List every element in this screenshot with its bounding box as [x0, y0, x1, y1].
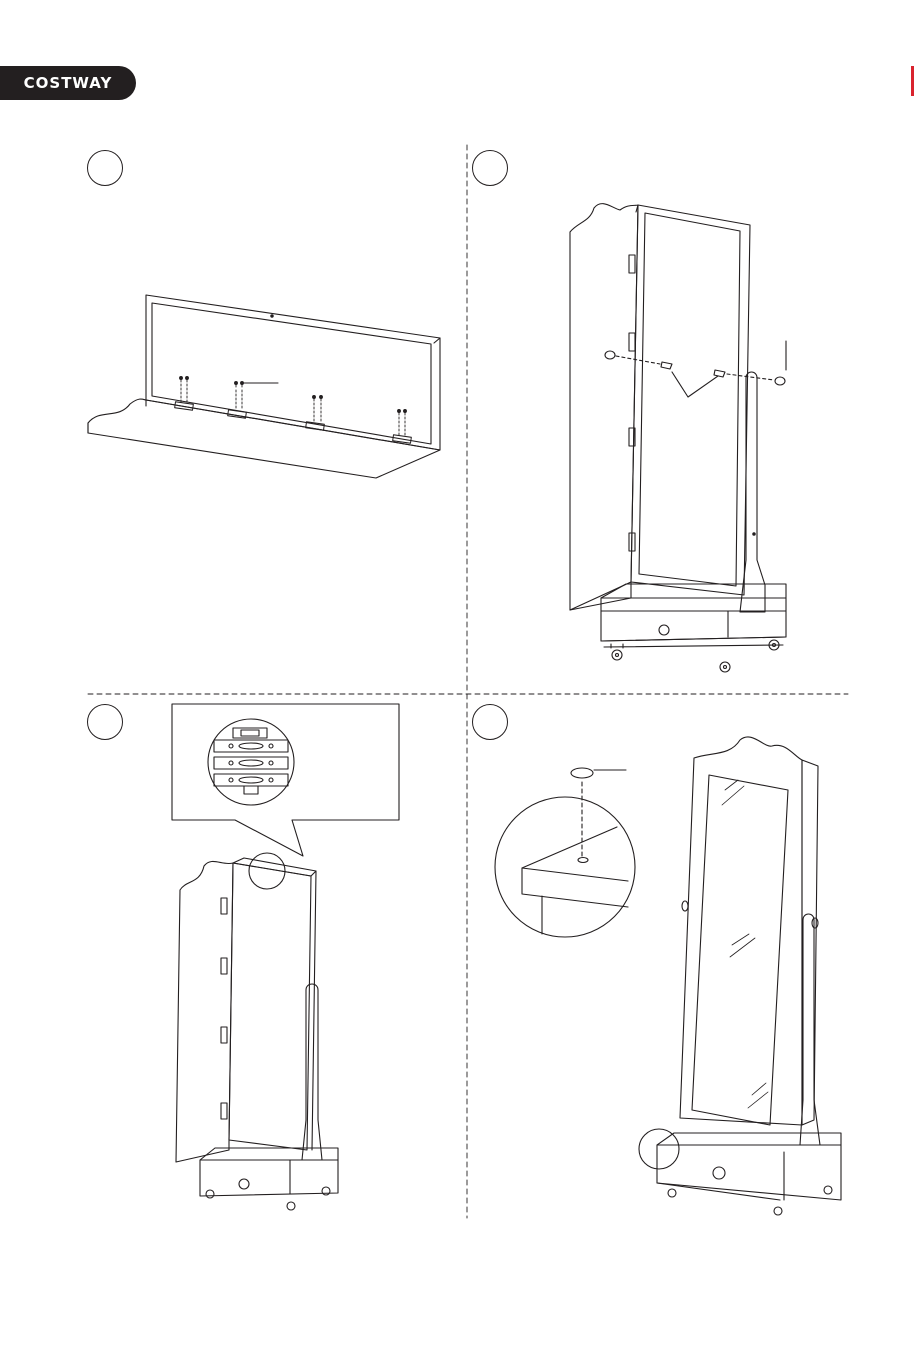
base-box-step4 [657, 1145, 841, 1200]
drawer-knob [659, 625, 669, 635]
door-panel [88, 399, 440, 478]
mirror-glass [692, 775, 788, 1125]
step-3-hinges [221, 898, 227, 1119]
mirror-cabinet-step3 [229, 863, 311, 1150]
base-box-top [601, 584, 786, 598]
step-4-illustration [495, 737, 841, 1215]
mirror-cabinet [631, 205, 750, 595]
mirror-frame-inner [152, 303, 431, 444]
mounting-hardware [605, 341, 786, 397]
open-door-panel [570, 204, 638, 610]
detail-magnifier [208, 719, 294, 805]
step-3-illustration [172, 704, 399, 1210]
step-1-illustration [88, 295, 440, 478]
panel-dividers [88, 145, 848, 1218]
mirror-frame-outer [146, 295, 440, 450]
open-door-step3 [176, 861, 233, 1162]
felt-pad [571, 768, 593, 778]
detail-magnifier-step4 [495, 797, 635, 937]
hinges [175, 402, 412, 443]
base-box-step3 [200, 1160, 338, 1196]
mirror-cabinet-step4 [680, 737, 802, 1125]
step-2-illustration [570, 204, 786, 672]
callout-line-2b [672, 372, 718, 397]
support-post-step4 [800, 914, 820, 1145]
support-post [740, 372, 765, 612]
detail-callout-box [172, 704, 399, 856]
screws [180, 377, 407, 436]
base-box-front [601, 598, 786, 641]
mirror-cabinet-inner [639, 213, 740, 586]
detail-focus-circle-step4 [639, 1129, 679, 1169]
